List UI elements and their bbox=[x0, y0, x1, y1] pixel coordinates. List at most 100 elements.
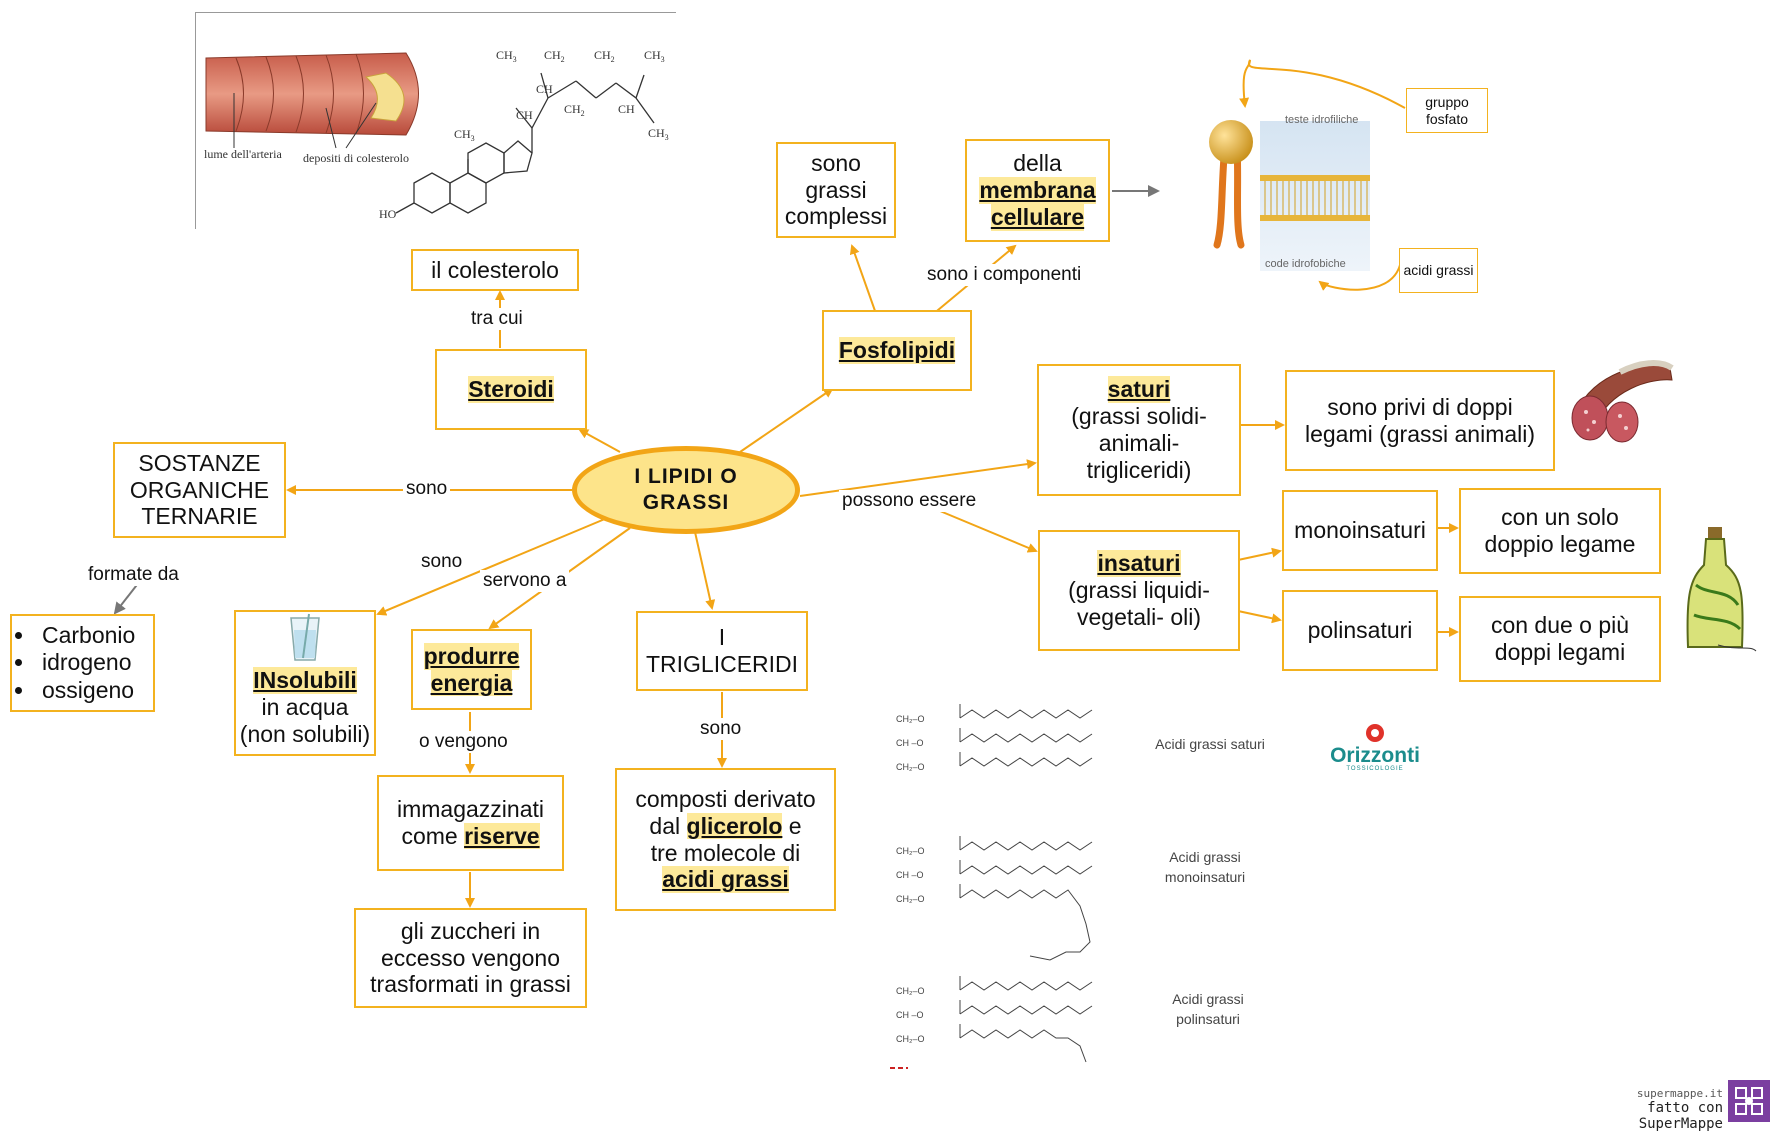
node-insaturi[interactable]: insaturi (grassi liquidi- vegetali- oli) bbox=[1038, 530, 1240, 651]
svg-text:CH –O: CH –O bbox=[896, 870, 924, 880]
node-zuccheri[interactable]: gli zuccheri in eccesso vengono trasform… bbox=[354, 908, 587, 1008]
chem-ch: CH bbox=[516, 108, 533, 122]
colesterolo-text: il colesterolo bbox=[431, 256, 559, 283]
node-trigliceridi[interactable]: I TRIGLICERIDI bbox=[636, 611, 808, 691]
node-sostanze-organiche[interactable]: SOSTANZE ORGANICHE TERNARIE bbox=[113, 442, 286, 538]
due-text: con due o più doppi legami bbox=[1490, 612, 1630, 665]
node-elementi[interactable]: Carbonio idrogeno ossigeno bbox=[10, 614, 155, 712]
chem-ch-b: CH bbox=[536, 82, 553, 96]
produrre-text: produrre bbox=[423, 642, 520, 670]
label-mol-poli: Acidi grassi polinsaturi bbox=[1172, 991, 1244, 1027]
acidi-grassi-highlight: acidi grassi bbox=[662, 866, 789, 894]
node-produrre-energia[interactable]: produrre energia bbox=[411, 629, 532, 710]
node-grassi-complessi[interactable]: sono grassi complessi bbox=[776, 142, 896, 238]
insaturi-text: (grassi liquidi- vegetali- oli) bbox=[1068, 577, 1210, 630]
saturi-highlight: saturi bbox=[1107, 376, 1171, 404]
central-topic-line2: GRASSI bbox=[642, 491, 730, 514]
sostanze-text: SOSTANZE ORGANICHE TERNARIE bbox=[129, 449, 270, 530]
svg-text:CH₂–O: CH₂–O bbox=[896, 894, 925, 904]
label-o-vengono: o vengono bbox=[416, 731, 511, 753]
composti-text-4: tre molecole di bbox=[650, 839, 801, 866]
label-lume: lume dell'arteria bbox=[204, 147, 282, 161]
phospholipid-illustration: teste idrofiliche code idrofobiche bbox=[1209, 114, 1370, 271]
node-colesterolo[interactable]: il colesterolo bbox=[411, 249, 579, 291]
complessi-text: sono grassi complessi bbox=[784, 149, 888, 230]
node-fosfolipidi[interactable]: Fosfolipidi bbox=[822, 310, 972, 391]
node-composti[interactable]: composti derivato dal glicerolo e tre mo… bbox=[615, 768, 836, 911]
solo-text: con un solo doppio legame bbox=[1484, 504, 1636, 557]
link-to-steroidi bbox=[578, 429, 621, 453]
label-sono-insolubili: sono bbox=[418, 551, 466, 573]
insolubili-text-2: (non solubili) bbox=[239, 721, 371, 748]
orizzonti-text: Orizzonti bbox=[1330, 744, 1420, 767]
gruppo-fosfato-text: gruppo fosfato bbox=[1425, 93, 1469, 127]
svg-text:CH₂–O: CH₂–O bbox=[896, 714, 925, 724]
acidi-grassi-small-text: acidi grassi bbox=[1403, 262, 1474, 279]
svg-text:CH₂–O: CH₂–O bbox=[896, 986, 925, 996]
insaturi-highlight: insaturi bbox=[1097, 550, 1181, 578]
label-formate-da: formate da bbox=[85, 564, 182, 586]
fatty-acid-structures: CH₂–O CH –O CH₂–O CH₂–O CH –O CH₂–O CH₂–O CH … bbox=[890, 704, 1093, 1069]
footer-branding: supermappe.it fatto con SuperMappe bbox=[1555, 1087, 1723, 1132]
svg-text:CH₂–O: CH₂–O bbox=[896, 1034, 925, 1044]
node-steroidi[interactable]: Steroidi bbox=[435, 349, 587, 430]
node-immagazzinati[interactable]: immagazzinati come riserve bbox=[377, 775, 564, 871]
label-possono-essere: possono essere bbox=[839, 490, 980, 512]
poli-text: polinsaturi bbox=[1307, 617, 1413, 644]
link-to-fosfolipidi bbox=[739, 387, 834, 453]
phospholipid-image: teste idrofiliche code idrofobiche bbox=[1195, 85, 1375, 285]
membrane-bottom-label: code idrofobiche bbox=[1265, 258, 1346, 270]
node-monoinsaturi[interactable]: monoinsaturi bbox=[1282, 490, 1438, 571]
trigliceridi-text: I TRIGLICERIDI bbox=[645, 624, 799, 677]
cholesterol-image: lume dell'arteria depositi di colesterol… bbox=[195, 12, 676, 229]
orizzonti-logo: Orizzonti TOSSICOLOGIE bbox=[1325, 722, 1425, 772]
elements-list: Carbonio idrogeno ossigeno bbox=[12, 622, 135, 703]
energia-text: energia bbox=[430, 669, 513, 697]
node-saturi[interactable]: saturi (grassi solidi- animali- triglice… bbox=[1037, 364, 1241, 496]
supermappe-logo-icon[interactable] bbox=[1728, 1080, 1770, 1122]
element-item: idrogeno bbox=[36, 649, 135, 676]
composti-text-2: dal bbox=[649, 812, 681, 839]
link-to-trigliceridi bbox=[694, 531, 716, 610]
chem-ch2-c: CH2 bbox=[594, 48, 615, 64]
central-topic-line1: I LIPIDI O bbox=[634, 464, 738, 488]
node-insolubili[interactable]: INsolubili in acqua (non solubili) bbox=[234, 610, 376, 756]
node-membrana-cellulare[interactable]: della membrana cellulare bbox=[965, 139, 1110, 242]
chem-ch2-a: CH2 bbox=[544, 48, 565, 64]
node-acidi-grassi-label[interactable]: acidi grassi bbox=[1399, 248, 1478, 293]
chem-ho: HO bbox=[379, 207, 397, 221]
label-servono-a: servono a bbox=[480, 570, 570, 592]
node-privi-doppi-legami[interactable]: sono privi di doppi legami (grassi anima… bbox=[1285, 370, 1555, 471]
label-mol-saturi: Acidi grassi saturi bbox=[1155, 736, 1265, 752]
svg-text:CH₂–O: CH₂–O bbox=[896, 846, 925, 856]
label-depositi: depositi di colesterolo bbox=[303, 151, 409, 165]
label-mol-mono: Acidi grassi monoinsaturi bbox=[1164, 849, 1246, 885]
link-to-insolubili bbox=[376, 515, 613, 616]
node-gruppo-fosfato[interactable]: gruppo fosfato bbox=[1406, 88, 1488, 133]
fosfolipidi-text: Fosfolipidi bbox=[838, 337, 956, 364]
link-insaturi-poli bbox=[1237, 610, 1282, 624]
glicerolo-highlight: glicerolo bbox=[686, 812, 783, 839]
privi-text: sono privi di doppi legami (grassi anima… bbox=[1304, 393, 1536, 447]
chem-ch-c: CH bbox=[618, 102, 635, 116]
footer-site: supermappe.it bbox=[1636, 1087, 1723, 1100]
node-due-doppi-legami[interactable]: con due o più doppi legami bbox=[1459, 596, 1661, 682]
come-text: come bbox=[401, 823, 458, 849]
svg-text:CH₂–O: CH₂–O bbox=[896, 762, 925, 772]
svg-text:CH –O: CH –O bbox=[896, 738, 924, 748]
node-polinsaturi[interactable]: polinsaturi bbox=[1282, 590, 1438, 671]
chem-ch3-a: CH3 bbox=[454, 127, 475, 143]
svg-text:CH –O: CH –O bbox=[896, 1010, 924, 1020]
node-un-solo-doppio-legame[interactable]: con un solo doppio legame bbox=[1459, 488, 1661, 574]
saturi-text: (grassi solidi- animali- trigliceridi) bbox=[1071, 403, 1207, 483]
membrane-top-label: teste idrofiliche bbox=[1285, 114, 1358, 126]
immagazzinati-text: immagazzinati bbox=[397, 796, 544, 823]
central-topic[interactable]: I LIPIDI O GRASSI bbox=[572, 446, 800, 534]
artery-illustration: lume dell'arteria depositi di colesterol… bbox=[204, 48, 669, 221]
label-sono-i-componenti: sono i componenti bbox=[924, 264, 1085, 286]
label-sono-left: sono bbox=[403, 478, 451, 500]
link-insaturi-mono bbox=[1237, 547, 1282, 561]
chem-ch3-b: CH3 bbox=[496, 48, 517, 64]
link-acidi-grassi bbox=[1318, 264, 1401, 291]
zuccheri-text: gli zuccheri in eccesso vengono trasform… bbox=[370, 917, 571, 998]
